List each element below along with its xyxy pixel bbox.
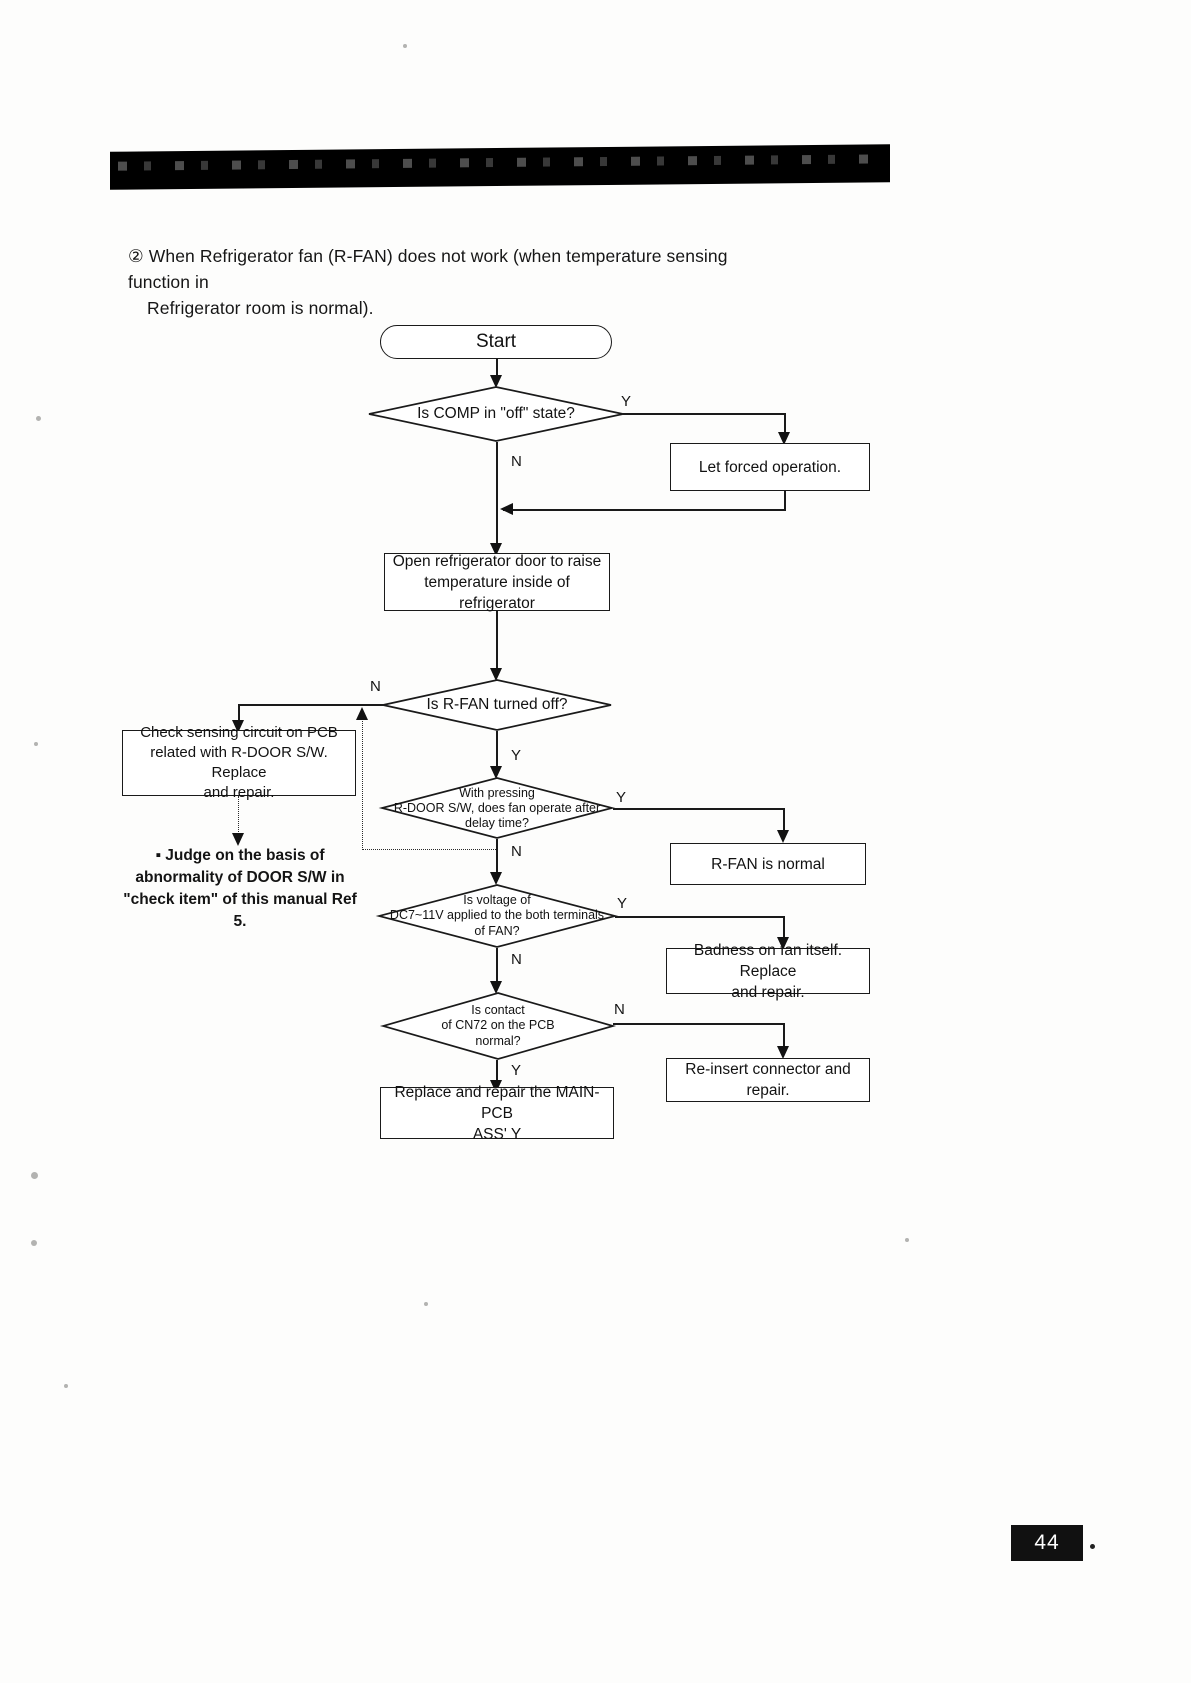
box-open-door-line2: temperature inside of refrigerator	[424, 573, 570, 612]
intro-line-2: Refrigerator room is normal).	[147, 298, 374, 318]
arrowhead-down	[777, 1046, 789, 1059]
box-reinsert-connector-label: Re-insert connector and repair.	[685, 1061, 851, 1099]
arrowhead-down	[777, 937, 789, 950]
box-open-door: Open refrigerator door to raise temperat…	[384, 552, 610, 612]
connector-cn72-n	[613, 1023, 785, 1025]
scan-speck	[31, 1172, 38, 1179]
connector-voltage-y-down	[783, 916, 785, 942]
connector-start-to-comp	[496, 359, 498, 381]
connector-forced-down	[784, 491, 786, 510]
arrowhead-down	[777, 830, 789, 843]
start-label: Start	[475, 331, 517, 352]
branch-label-y-voltage: Y	[617, 895, 628, 912]
diamond-shape	[375, 884, 619, 948]
side-note-judge: ▪ Judge on the basis of abnormality of D…	[120, 845, 360, 933]
arrowhead-down	[490, 668, 502, 681]
connector-press-n	[496, 839, 498, 877]
decision-comp-off: Is COMP in "off" state?	[368, 386, 624, 442]
scan-speck	[905, 1238, 909, 1242]
decision-voltage-dc7-11v: Is voltage of DC7~11V applied to the bot…	[375, 884, 619, 948]
connector-comp-y-down	[784, 413, 786, 437]
box-rfan-normal: R-FAN is normal	[670, 843, 866, 885]
side-note-line2: abnormality of DOOR S/W in	[135, 869, 345, 886]
scan-speck	[31, 1240, 37, 1246]
arrowhead-down	[778, 432, 790, 445]
box-let-forced-operation: Let forced operation.	[670, 443, 870, 491]
diamond-shape	[378, 777, 616, 839]
box-replace-main-pcb-line1: Replace and repair the MAIN-PCB	[394, 1083, 600, 1122]
page-number-dot	[1090, 1544, 1095, 1549]
box-replace-main-pcb: Replace and repair the MAIN-PCB ASS' Y	[380, 1084, 614, 1143]
connector-open-to-rfan	[496, 611, 498, 673]
diamond-shape	[368, 386, 624, 442]
connector-forced-back	[503, 509, 786, 511]
intro-line-1-text: When Refrigerator fan (R-FAN) does not w…	[128, 246, 728, 292]
box-check-sensing-circuit: Check sensing circuit on PCB related wit…	[122, 724, 356, 801]
branch-label-n-voltage: N	[511, 951, 522, 968]
connector-voltage-y	[615, 916, 785, 918]
arrowhead-down	[232, 833, 244, 846]
connector-rfan-y	[496, 731, 498, 771]
decision-press-rdoor-sw: With pressing R-DOOR S/W, does fan opera…	[378, 777, 616, 839]
decision-rfan-off: Is R-FAN turned off?	[382, 679, 612, 731]
intro-line-1: ②	[128, 246, 144, 266]
connector-press-y-down	[783, 808, 785, 835]
page-intro-text: ② When Refrigerator fan (R-FAN) does not…	[128, 243, 778, 321]
connector-rfan-n	[238, 704, 384, 706]
connector-dotted-feedback-up	[362, 718, 363, 850]
arrowhead-left	[500, 503, 513, 515]
side-note-line1: ▪ Judge on the basis of	[155, 847, 325, 864]
connector-press-y	[613, 808, 785, 810]
connector-comp-n	[496, 442, 498, 550]
page-number-label: 44	[1034, 1531, 1060, 1554]
branch-label-n-rfan: N	[370, 678, 381, 695]
start-terminator: Start	[380, 325, 612, 359]
page-number-badge: 44	[1011, 1525, 1083, 1561]
diamond-shape	[379, 992, 617, 1060]
arrowhead-down	[232, 720, 244, 733]
scan-speck	[424, 1302, 428, 1306]
box-rfan-normal-label: R-FAN is normal	[711, 855, 825, 873]
scan-speck	[403, 44, 407, 48]
branch-label-n-comp: N	[511, 453, 522, 470]
connector-dotted-feedback	[362, 849, 496, 850]
arrowhead-down	[490, 543, 502, 556]
decision-cn72-contact: Is contact of CN72 on the PCB normal?	[379, 992, 617, 1060]
box-check-sensing-line3: and repair.	[203, 784, 275, 801]
redacted-header-bar	[110, 144, 890, 190]
branch-label-y-rfan: Y	[511, 747, 522, 764]
box-check-sensing-line1: Check sensing circuit on PCB	[140, 724, 338, 741]
connector-cn72-n-down	[783, 1023, 785, 1051]
box-reinsert-connector: Re-insert connector and repair.	[666, 1058, 870, 1102]
connector-dotted-to-note	[238, 796, 239, 838]
box-open-door-line1: Open refrigerator door to raise	[392, 552, 602, 570]
arrowhead-down	[490, 981, 502, 994]
arrowhead-up	[356, 707, 368, 720]
box-fan-badness-line1: Badness on fan itself. Replace	[693, 941, 843, 980]
box-let-forced-operation-label: Let forced operation.	[698, 458, 842, 476]
branch-label-y-press: Y	[616, 789, 627, 806]
connector-comp-y	[623, 413, 786, 415]
arrowhead-down	[490, 872, 502, 885]
branch-label-y-comp: Y	[621, 393, 632, 410]
box-fan-badness: Badness on fan itself. Replace and repai…	[666, 942, 870, 1001]
branch-label-y-cn72: Y	[511, 1062, 522, 1079]
box-fan-badness-line2: and repair.	[731, 983, 805, 1001]
scan-speck	[34, 742, 38, 746]
branch-label-n-press: N	[511, 843, 522, 860]
connector-voltage-n	[496, 948, 498, 986]
scan-speck	[36, 416, 41, 421]
arrowhead-down	[490, 375, 502, 388]
box-replace-main-pcb-line2: ASS' Y	[472, 1125, 522, 1143]
side-note-line3: "check item" of this manual Ref 5.	[123, 891, 357, 930]
diamond-shape	[382, 679, 612, 731]
branch-label-n-cn72: N	[614, 1001, 625, 1018]
connector-rfan-n-down	[238, 704, 240, 726]
connector-cn72-y	[496, 1060, 498, 1086]
scan-speck	[64, 1384, 68, 1388]
box-check-sensing-line2: related with R-DOOR S/W. Replace	[150, 744, 328, 781]
arrowhead-down	[490, 766, 502, 779]
